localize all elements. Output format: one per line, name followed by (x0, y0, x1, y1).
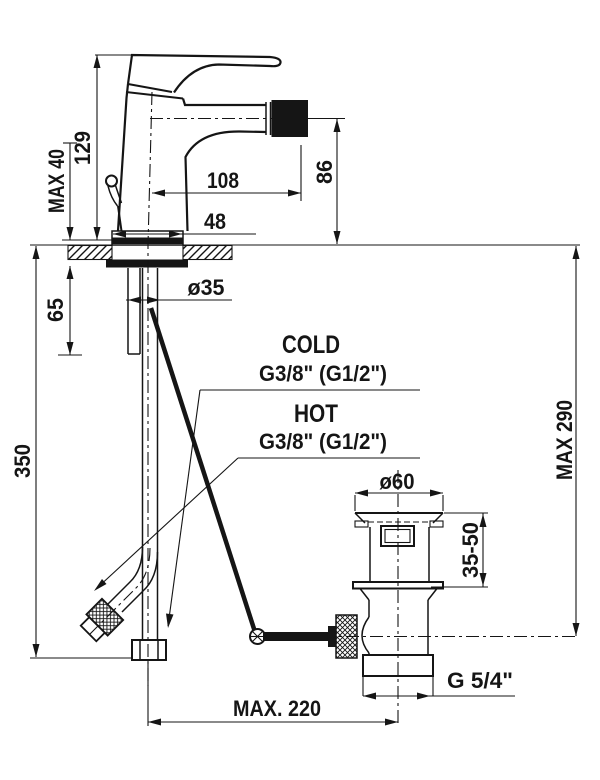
dim-max-height: MAX 40 (44, 142, 112, 241)
cold-supply-label: COLD G3/8" (G1/2") (166, 331, 420, 628)
lever-handle (126, 53, 282, 94)
centerlines (89, 91, 578, 726)
dim-3550-label: 35-50 (458, 522, 483, 578)
dim-350-label: 350 (10, 444, 35, 478)
dim-max-offset: MAX. 220 (147, 662, 398, 726)
cold-label: COLD (282, 331, 340, 359)
drain-body (335, 512, 444, 677)
dim-deck-range: 35-50 (431, 512, 488, 588)
dim-base-width: 48 (113, 209, 256, 238)
dim-spout-reach: 108 (152, 145, 302, 201)
dim-spout-height: 86 (308, 117, 345, 244)
dim-86-label: 86 (312, 160, 337, 184)
temperature-knob (105, 174, 123, 232)
dim-hole-diameter: ø35 (126, 275, 232, 304)
dim-65-label: 65 (43, 298, 68, 322)
hot-hose (79, 546, 159, 643)
mounting-stud (127, 268, 141, 355)
dim-48-label: 48 (204, 209, 226, 234)
hot-label: HOT (294, 400, 338, 428)
dim-outlet-thread: G 5/4" (362, 668, 515, 700)
dim-o35-label: ø35 (188, 275, 225, 300)
dim-total-height: 129 (70, 54, 133, 240)
dim-flange-diameter: ø60 (354, 469, 444, 511)
cold-thread-label: G3/8" (G1/2") (259, 361, 387, 386)
hot-thread-label: G3/8" (G1/2") (259, 429, 387, 454)
dim-max40-label: MAX 40 (44, 149, 69, 213)
hot-supply-label: HOT G3/8" (G1/2") (94, 400, 420, 591)
linkage-bar (263, 632, 329, 641)
dim-shank-depth: 65 (43, 266, 82, 356)
dim-108-label: 108 (207, 168, 239, 193)
cold-hose-fitting (131, 639, 167, 661)
dim-hose-drop: 350 (10, 246, 132, 659)
counter-deck (30, 244, 580, 268)
dim-129-label: 129 (70, 131, 95, 165)
side-outlet-dome (361, 616, 370, 654)
dim-max220-label: MAX. 220 (233, 696, 321, 721)
dim-o60-label: ø60 (380, 469, 415, 494)
dim-max-depth: MAX 290 (552, 246, 580, 636)
dim-max290-label: MAX 290 (552, 400, 577, 480)
dim-g54-label: G 5/4" (447, 668, 513, 693)
